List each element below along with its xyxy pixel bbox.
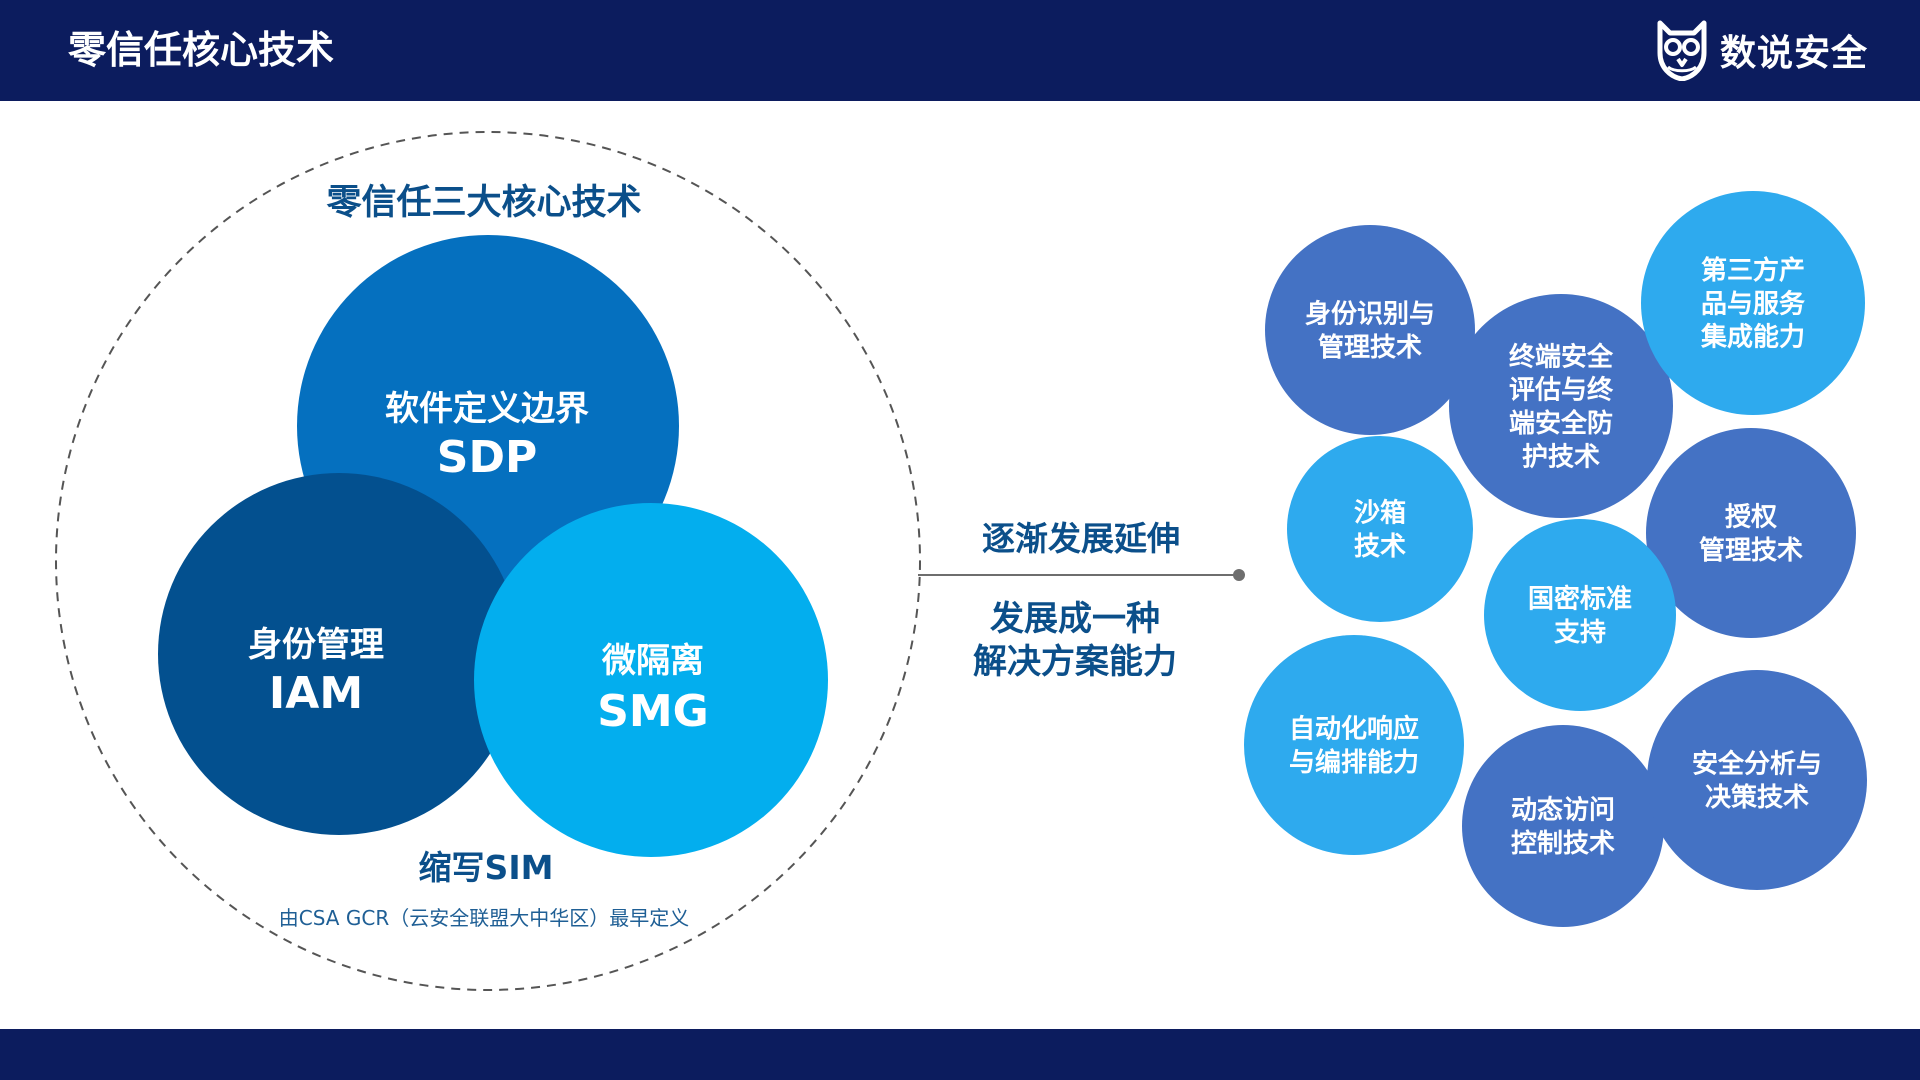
capability-bubbles: 身份识别与管理技术终端安全评估与终端安全防护技术第三方产品与服务集成能力沙箱技术… <box>1244 191 1867 927</box>
definition-note: 由CSA GCR（云安全联盟大中华区）最早定义 <box>279 906 689 930</box>
bubble-label: 动态访问 <box>1511 795 1615 826</box>
bubble-label: 评估与终 <box>1509 375 1614 406</box>
bubble-circle <box>1449 294 1673 518</box>
bubble-circle <box>1265 225 1475 435</box>
bubble-label: 终端安全 <box>1509 341 1614 372</box>
bubble-label: 身份识别与 <box>1305 299 1435 330</box>
bubble-circle <box>1484 519 1676 711</box>
center-text-2: 发展成一种 <box>990 599 1160 639</box>
bubble-label: 授权 <box>1725 503 1777 533</box>
bubble-label: 安全分析与 <box>1692 749 1822 780</box>
smg-label: 微隔离 <box>601 641 704 681</box>
iam-label: 身份管理 <box>248 625 384 665</box>
bubble-label: 管理技术 <box>1318 333 1422 363</box>
bubble-label: 第三方产 <box>1701 255 1805 286</box>
bubble-label: 管理技术 <box>1699 536 1803 566</box>
sdp-label: 软件定义边界 <box>385 389 589 429</box>
bubble-label: 技术 <box>1354 532 1406 562</box>
bubble-label: 决策技术 <box>1705 782 1809 813</box>
bubble-label: 国密标准 <box>1528 584 1632 615</box>
bubble-circle <box>1641 191 1865 415</box>
header-bar: 零信任核心技术 数说安全 <box>0 0 1920 101</box>
bubble-label: 端安全防 <box>1509 408 1613 439</box>
center-text-3: 解决方案能力 <box>973 642 1177 682</box>
left-heading: 零信任三大核心技术 <box>326 183 641 223</box>
connector-dot <box>1233 569 1245 581</box>
bubble-circle <box>1287 436 1473 622</box>
bubble-label: 与编排能力 <box>1289 747 1419 778</box>
smg-circle <box>474 503 828 857</box>
footer-bar <box>0 1029 1920 1080</box>
bubble-label: 自动化响应 <box>1289 714 1419 745</box>
bubble-circle <box>1646 428 1856 638</box>
outer-dashed-circle <box>55 131 921 991</box>
bubble-label: 支持 <box>1554 618 1606 648</box>
brand-logo: 数说安全 <box>1654 18 1868 82</box>
bubble-label: 品与服务 <box>1701 289 1805 319</box>
smg-abbr: SMG <box>597 686 709 737</box>
bubble-label: 沙箱 <box>1354 498 1406 529</box>
abbr-label: 缩写SIM <box>419 848 554 887</box>
center-text-1: 逐渐发展延伸 <box>982 519 1180 558</box>
bubble-circle <box>1244 635 1464 855</box>
owl-icon <box>1657 20 1707 81</box>
bubble-circle <box>1462 725 1664 927</box>
sdp-abbr: SDP <box>437 432 537 483</box>
bubble-label: 控制技术 <box>1511 829 1615 859</box>
page-title: 零信任核心技术 <box>68 28 335 72</box>
brand-name: 数说安全 <box>1719 33 1868 74</box>
bubble-circle <box>1647 670 1867 890</box>
bubble-label: 护技术 <box>1522 442 1600 472</box>
iam-circle <box>158 473 520 835</box>
iam-abbr: IAM <box>269 668 363 719</box>
bubble-label: 集成能力 <box>1700 322 1805 353</box>
